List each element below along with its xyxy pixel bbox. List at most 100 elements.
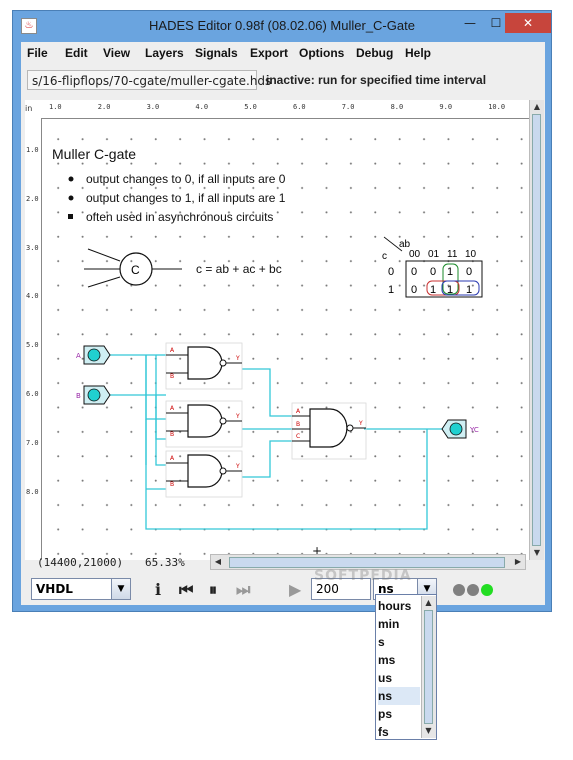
status-led-3 — [481, 584, 493, 596]
title-bar[interactable]: ♨ HADES Editor 0.98f (08.02.06) Muller_C… — [13, 11, 551, 42]
symbol-label: C — [131, 263, 140, 277]
menu-view[interactable]: View — [103, 46, 131, 60]
close-button[interactable]: ✕ — [505, 13, 551, 33]
schematic-drawing[interactable]: Muller C-gate output changes to 0, if al… — [42, 119, 529, 560]
simulator-status: inactive: run for specified time interva… — [266, 73, 487, 87]
chevron-down-icon[interactable]: ▼ — [111, 579, 130, 599]
and-gate-2[interactable]: A B Y — [165, 400, 243, 448]
dropdown-scrollbar[interactable]: ▲ ▼ — [421, 596, 436, 738]
schematic-canvas[interactable]: Muller C-gate output changes to 0, if al… — [42, 119, 529, 560]
kmap-corner-left: c — [382, 251, 387, 262]
pin-label-b: B — [170, 373, 174, 380]
kmap-col-11: 11 — [447, 249, 458, 260]
ruler-tick-label: 7.0 — [26, 438, 39, 447]
ruler-tick-label: 3.0 — [146, 103, 160, 111]
ruler-tick-label: 5.0 — [244, 103, 257, 111]
kmap-cell: 0 — [411, 284, 417, 296]
c-element-symbol[interactable]: C — [84, 248, 182, 288]
language-value: VHDL — [36, 582, 73, 596]
three-input-gate[interactable]: A B C Y — [291, 402, 367, 460]
unit-option-ms[interactable]: ms — [378, 653, 396, 667]
output-label: YC — [469, 426, 479, 434]
bullet-text-3: often used in asynchronous circuits — [86, 210, 273, 224]
editor-client-area: File Edit View Layers Signals Export Opt… — [21, 42, 545, 605]
java-cup-icon[interactable]: ♨ — [21, 18, 37, 34]
vertical-scrollbar[interactable]: ▲ ▼ — [529, 100, 544, 560]
scroll-up-icon[interactable]: ▲ — [533, 102, 541, 111]
input-label-a: A — [76, 352, 81, 360]
kmap-col-01: 01 — [428, 249, 440, 260]
minimize-button[interactable]: — — [464, 16, 476, 30]
pin-label-b: B — [170, 481, 174, 488]
ruler-tick-label: 2.0 — [97, 103, 111, 111]
unit-option-ns[interactable]: ns — [378, 687, 420, 705]
bullet-text-2: output changes to 1, if all inputs are 1 — [86, 191, 286, 205]
maximize-button[interactable]: ☐ — [490, 16, 502, 30]
scroll-down-icon[interactable]: ▼ — [425, 726, 432, 735]
wires[interactable] — [102, 354, 442, 530]
horizontal-scroll-thumb[interactable] — [229, 557, 505, 568]
ruler-tick-label: 10.0 — [488, 103, 506, 111]
menu-edit[interactable]: Edit — [65, 46, 88, 60]
time-unit-value: ns — [378, 582, 394, 596]
time-unit-dropdown-list[interactable]: hours min s ms us ns ps fs ▲ ▼ — [375, 594, 437, 740]
input-switch-a[interactable]: A — [76, 345, 111, 365]
bullet-dot — [68, 176, 74, 182]
bullet-dot — [68, 195, 74, 201]
sim-time-input[interactable]: 200 — [311, 578, 371, 600]
menu-file[interactable]: File — [27, 46, 48, 60]
vertical-scroll-thumb[interactable] — [532, 114, 541, 546]
dropdown-scroll-thumb[interactable] — [424, 610, 433, 724]
pin-label-y: Y — [235, 413, 240, 420]
menu-export[interactable]: Export — [250, 46, 289, 60]
unit-option-hours[interactable]: hours — [378, 599, 412, 613]
zoom-level: 65.33% — [145, 556, 185, 569]
pin-label-a: A — [170, 455, 175, 462]
ruler-tick-label: 1.0 — [26, 146, 39, 154]
menu-layers[interactable]: Layers — [145, 46, 184, 60]
ruler-unit: in — [25, 100, 41, 118]
play-icon[interactable]: ▶ — [289, 580, 302, 599]
unit-option-fs[interactable]: fs — [378, 725, 389, 739]
pause-icon[interactable]: ⏸ — [209, 580, 218, 599]
ruler-tick-label: 7.0 — [341, 103, 355, 111]
status-led-2 — [467, 584, 479, 596]
fast-forward-icon[interactable]: ⏭ — [236, 580, 251, 599]
kmap-cell: 1 — [447, 284, 453, 296]
menu-help[interactable]: Help — [405, 46, 432, 60]
horizontal-scrollbar[interactable]: ◀ ▶ — [210, 554, 526, 570]
unit-option-s[interactable]: s — [378, 635, 385, 649]
scroll-left-icon[interactable]: ◀ — [214, 557, 222, 566]
design-path-field[interactable]: s/16-flipflops/70-cgate/muller-cgate.hds — [27, 70, 271, 90]
and-gate-3[interactable]: A B Y — [165, 450, 243, 498]
rewind-icon[interactable]: ⏮ — [179, 580, 194, 599]
scroll-down-icon[interactable]: ▼ — [533, 548, 541, 557]
sim-time-value: 200 — [316, 582, 339, 596]
scroll-up-icon[interactable]: ▲ — [425, 598, 432, 607]
and-gate-1[interactable]: A B Y — [165, 342, 243, 390]
bullet-text-1: output changes to 0, if all inputs are 0 — [86, 172, 286, 186]
app-window: ♨ HADES Editor 0.98f (08.02.06) Muller_C… — [12, 10, 552, 612]
menu-signals[interactable]: Signals — [195, 46, 238, 60]
menu-debug[interactable]: Debug — [356, 46, 394, 60]
ruler-tick-label: 1.0 — [49, 103, 62, 111]
unit-option-us[interactable]: us — [378, 671, 393, 685]
menu-options[interactable]: Options — [299, 46, 345, 60]
unit-option-ps[interactable]: ps — [378, 707, 393, 721]
simulation-toolbar: VHDL ▼ i ⏮ ⏸ ⏭ ▶ 200 ns ▼ — [21, 574, 545, 604]
unit-option-min[interactable]: min — [378, 617, 400, 631]
pin-label-a: A — [170, 347, 175, 354]
pin-label-y: Y — [235, 463, 240, 470]
ruler-tick-label: 4.0 — [26, 292, 39, 301]
language-select[interactable]: VHDL ▼ — [31, 578, 131, 600]
bullet-square — [68, 214, 73, 219]
scroll-right-icon[interactable]: ▶ — [514, 557, 522, 566]
output-probe-yc[interactable]: YC — [441, 419, 479, 439]
input-switch-b[interactable]: B — [76, 385, 111, 405]
kmap-col-00: 00 — [409, 249, 421, 260]
info-icon[interactable]: i — [155, 580, 162, 599]
schematic-heading: Muller C-gate — [52, 146, 136, 162]
ruler-tick-label: 6.0 — [26, 390, 39, 398]
